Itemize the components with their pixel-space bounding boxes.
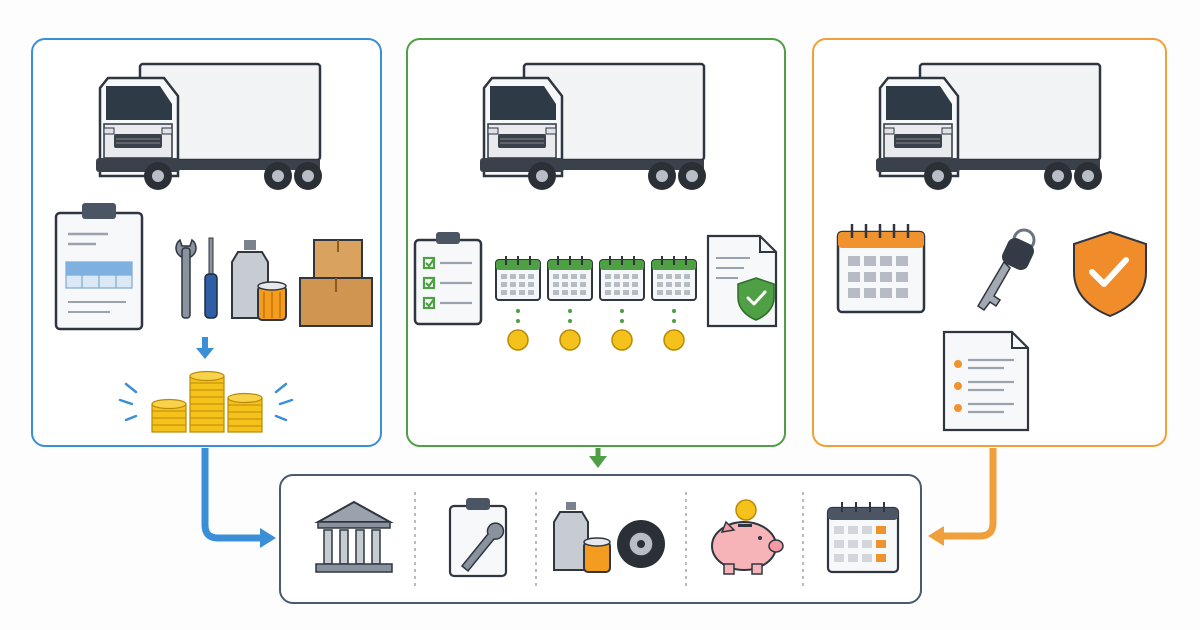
clipboard-table-icon [54, 203, 144, 331]
truck-icon [478, 62, 708, 192]
calendar-icon [836, 224, 926, 314]
piggy-bank-icon [711, 499, 784, 575]
blue-connector-arrow [201, 448, 262, 542]
calendar-icon [599, 255, 645, 301]
coin-icon [663, 329, 685, 351]
calendar-icon [651, 255, 697, 301]
truck-icon [874, 62, 1104, 192]
document-list-icon [942, 330, 1030, 432]
truck-icon [94, 62, 324, 192]
maintenance-clipboard-icon [448, 498, 508, 578]
parts-tire-icon [553, 502, 665, 573]
calendar-icon [547, 255, 593, 301]
orange-connector-arrow [942, 448, 997, 540]
shield-document-icon [706, 234, 778, 328]
coin-icon [611, 329, 633, 351]
calendar-icon [495, 255, 541, 301]
coin-icon [507, 329, 529, 351]
bank-icon [314, 500, 394, 573]
coin-icon [559, 329, 581, 351]
checklist-icon [413, 232, 483, 326]
arrow-down-icon [196, 337, 214, 359]
oil-filter-icon [257, 281, 287, 321]
boxes-icon [299, 239, 373, 327]
payment-calendar-icon [826, 502, 900, 574]
shield-check-icon [1073, 230, 1147, 318]
coin-stacks-icon [118, 370, 294, 433]
tools-icon [175, 237, 218, 319]
key-icon [976, 228, 1036, 312]
